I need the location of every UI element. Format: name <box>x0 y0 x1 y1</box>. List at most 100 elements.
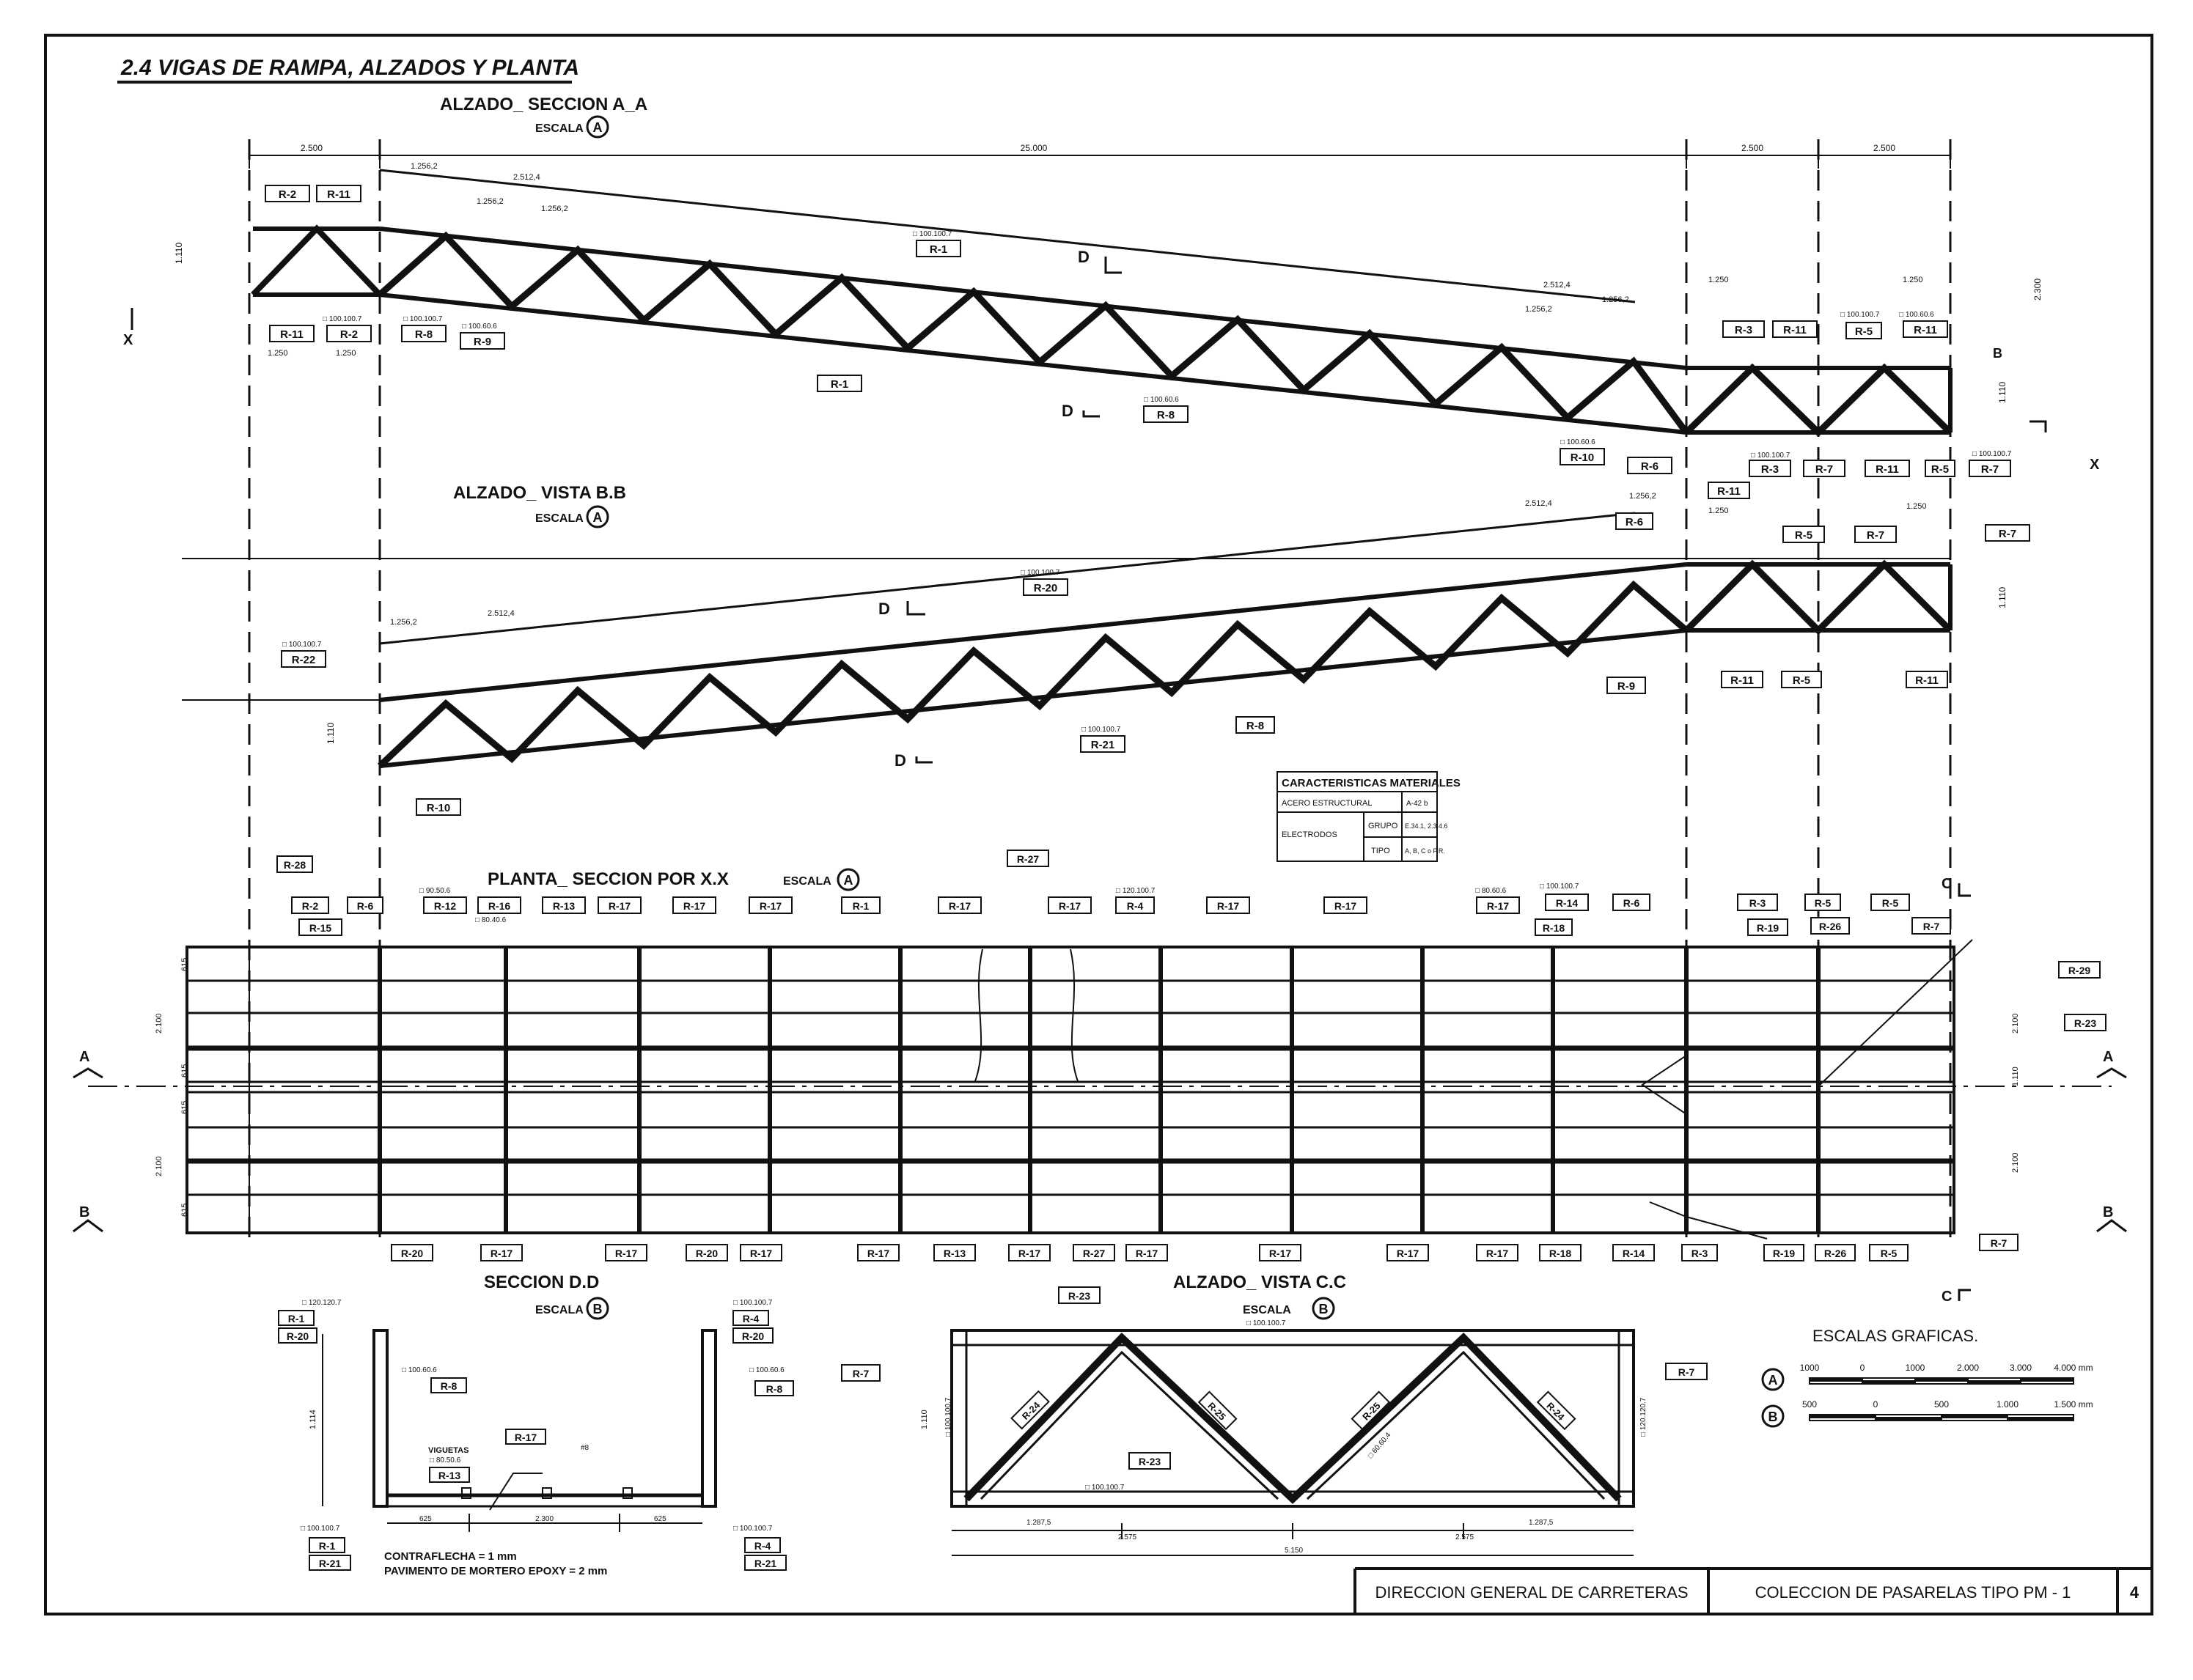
alzado-aa-tag-6: R-9 <box>460 332 505 350</box>
svg-text:R-17: R-17 <box>1217 900 1240 912</box>
svg-text:R-8: R-8 <box>766 1383 783 1395</box>
svg-text:R-3: R-3 <box>1761 463 1779 476</box>
svg-text:R-23: R-23 <box>1139 1456 1161 1467</box>
svg-text:R-27: R-27 <box>1017 853 1040 865</box>
alzado-aa-profile-7: □ 100.100.7 <box>1751 452 1790 460</box>
svg-text:R-5: R-5 <box>1795 529 1812 542</box>
alzado-aa-profile-9: □ 100.60.6 <box>1899 311 1934 319</box>
scale-b-circle <box>1761 1404 1785 1428</box>
seccion-dd-dim-2: 2.300 <box>535 1515 554 1523</box>
svg-text:R-3: R-3 <box>1691 1248 1708 1259</box>
alzado-aa-title: ALZADO_ SECCION A_A <box>440 95 647 114</box>
alzado-cc-dim-5: 5.150 <box>1285 1547 1303 1555</box>
alzado-bb-tag-12: R-21 <box>1080 735 1125 753</box>
planta-tag-top-24: R-5 <box>1804 894 1841 911</box>
planta-tag-top-1: R-28 <box>276 855 313 873</box>
planta-tag-bottom-16: R-3 <box>1681 1244 1718 1261</box>
alzado-bb-title: ALZADO_ VISTA B.B <box>453 483 626 503</box>
svg-text:R-6: R-6 <box>357 900 374 912</box>
planta-tag-top-22: R-3 <box>1737 894 1778 911</box>
alzado-aa-tag-4: R-2 <box>326 325 372 342</box>
scale-a-tick-3: 1000 <box>1906 1363 1925 1373</box>
planta-tag-bottom-6: R-17 <box>857 1244 900 1261</box>
svg-text:R-8: R-8 <box>441 1380 458 1392</box>
alzado-aa-tag-18: R-11 <box>1865 460 1910 477</box>
planta-tag-top-14: R-17 <box>1048 896 1092 914</box>
svg-text:R-21: R-21 <box>754 1558 777 1569</box>
planta-tag-bottom-11: R-17 <box>1259 1244 1301 1261</box>
alzado-cc-dim-2: 2.575 <box>1118 1533 1136 1541</box>
alzado-aa-mark-d-bottom: D <box>1062 402 1073 420</box>
planta-dim-right-1: 2.100 <box>2011 1013 2020 1034</box>
title-block <box>1353 1567 2152 1614</box>
alzado-aa-height-left: 1.110 <box>174 243 184 264</box>
planta-dim-left-1: 615 <box>180 958 189 971</box>
planta-dim-left-5: 2.100 <box>155 1156 164 1176</box>
alzado-bb-tag-4: R-5 <box>1782 526 1825 543</box>
materials-row2-name: ELECTRODOS <box>1282 830 1337 839</box>
seccion-dd-note-2: PAVIMENTO DE MORTERO EPOXY = 2 mm <box>384 1565 607 1577</box>
alzado-bb-mark-d-bottom: D <box>895 751 906 770</box>
svg-text:R-4: R-4 <box>754 1540 771 1552</box>
planta-tag-bottom-2: R-17 <box>480 1244 523 1261</box>
svg-text:R-8: R-8 <box>1246 720 1264 732</box>
alzado-aa-height-total: 2.300 <box>2032 279 2043 301</box>
seccion-dd-tag-10: R-21 <box>309 1555 351 1571</box>
alzado-aa-height-right: 1.110 <box>1997 382 2008 403</box>
alzado-cc-height: 1.110 <box>920 1410 929 1429</box>
alzado-aa-tag-16: R-3 <box>1749 460 1791 477</box>
title-block-sheet-no: 4 <box>2130 1583 2139 1602</box>
svg-text:R-17: R-17 <box>1334 900 1357 912</box>
planta-scale-circle <box>837 868 860 891</box>
seccion-dd-height: 1.114 <box>309 1410 317 1429</box>
alzado-cc-profile-4: □ 120.120.7 <box>1639 1397 1647 1437</box>
alzado-aa-profile-3: □ 100.100.7 <box>913 230 952 238</box>
scale-a-tick-5: 3.000 <box>2010 1363 2032 1373</box>
alzado-aa-profile-4: □ 100.60.6 <box>462 323 497 331</box>
alzado-aa-profile-10: □ 100.100.7 <box>1972 450 2012 458</box>
alzado-aa-tag-1: R-2 <box>265 185 310 202</box>
svg-text:R-28: R-28 <box>284 859 306 871</box>
planta-dim-left-2: 2.100 <box>155 1013 164 1034</box>
planta-tag-bottom-3: R-17 <box>605 1244 647 1261</box>
svg-text:R-11: R-11 <box>1730 674 1754 687</box>
svg-text:R-20: R-20 <box>287 1330 309 1342</box>
seccion-dd-label-viguetas: VIGUETAS <box>428 1446 469 1455</box>
planta-tag-bottom-13: R-17 <box>1476 1244 1518 1261</box>
alzado-aa-tag-17: R-7 <box>1803 460 1845 477</box>
materials-row2-sub: GRUPO <box>1368 822 1398 830</box>
alzado-bb-height-left: 1.110 <box>326 723 336 744</box>
scale-a-tick-1: 1000 <box>1800 1363 1820 1373</box>
svg-text:R-18: R-18 <box>1549 1248 1572 1259</box>
svg-text:R-17: R-17 <box>615 1248 638 1259</box>
alzado-aa-tag-11: R-6 <box>1627 457 1672 474</box>
scale-a-circle <box>1761 1368 1785 1391</box>
alzado-bb-height-right: 1.110 <box>1997 587 2008 608</box>
sheet-title: 2.4 VIGAS DE RAMPA, ALZADOS Y PLANTA <box>120 56 579 80</box>
svg-text:R-10: R-10 <box>1571 452 1595 464</box>
svg-text:R-11: R-11 <box>1783 324 1807 336</box>
svg-text:R-4: R-4 <box>743 1313 760 1325</box>
sheet-frame <box>44 34 2153 1615</box>
planta-scale-ref: A <box>844 873 853 888</box>
svg-text:R-27: R-27 <box>1083 1248 1106 1259</box>
scale-b-bar <box>1809 1414 2074 1421</box>
svg-text:R-17: R-17 <box>609 900 631 912</box>
svg-text:R-17: R-17 <box>949 900 971 912</box>
svg-text:R-1: R-1 <box>288 1313 305 1325</box>
planta-tag-top-12: R-17 <box>938 896 982 914</box>
alzado-aa-tag-8: R-1 <box>817 375 862 392</box>
planta-tag-bottom-12: R-17 <box>1386 1244 1429 1261</box>
planta-tag-top-8: R-17 <box>598 896 642 914</box>
alzado-aa-tag-14: R-5 <box>1845 322 1882 339</box>
alzado-aa-escala: ESCALA <box>535 122 584 135</box>
svg-text:R-8: R-8 <box>1157 409 1175 421</box>
svg-text:R-26: R-26 <box>1819 921 1842 932</box>
alzado-aa-dim-2: 25.000 <box>1021 143 1048 153</box>
alzado-aa-span-dim-1: 1.256,2 <box>411 162 438 171</box>
alzado-bb-tag-2: R-20 <box>1023 578 1068 596</box>
seccion-dd-profile-2: □ 100.60.6 <box>402 1366 437 1374</box>
alzado-bb-tag-8: R-11 <box>1721 671 1763 688</box>
alzado-aa-tag-21: R-11 <box>1708 482 1750 499</box>
svg-text:R-20: R-20 <box>742 1330 765 1342</box>
